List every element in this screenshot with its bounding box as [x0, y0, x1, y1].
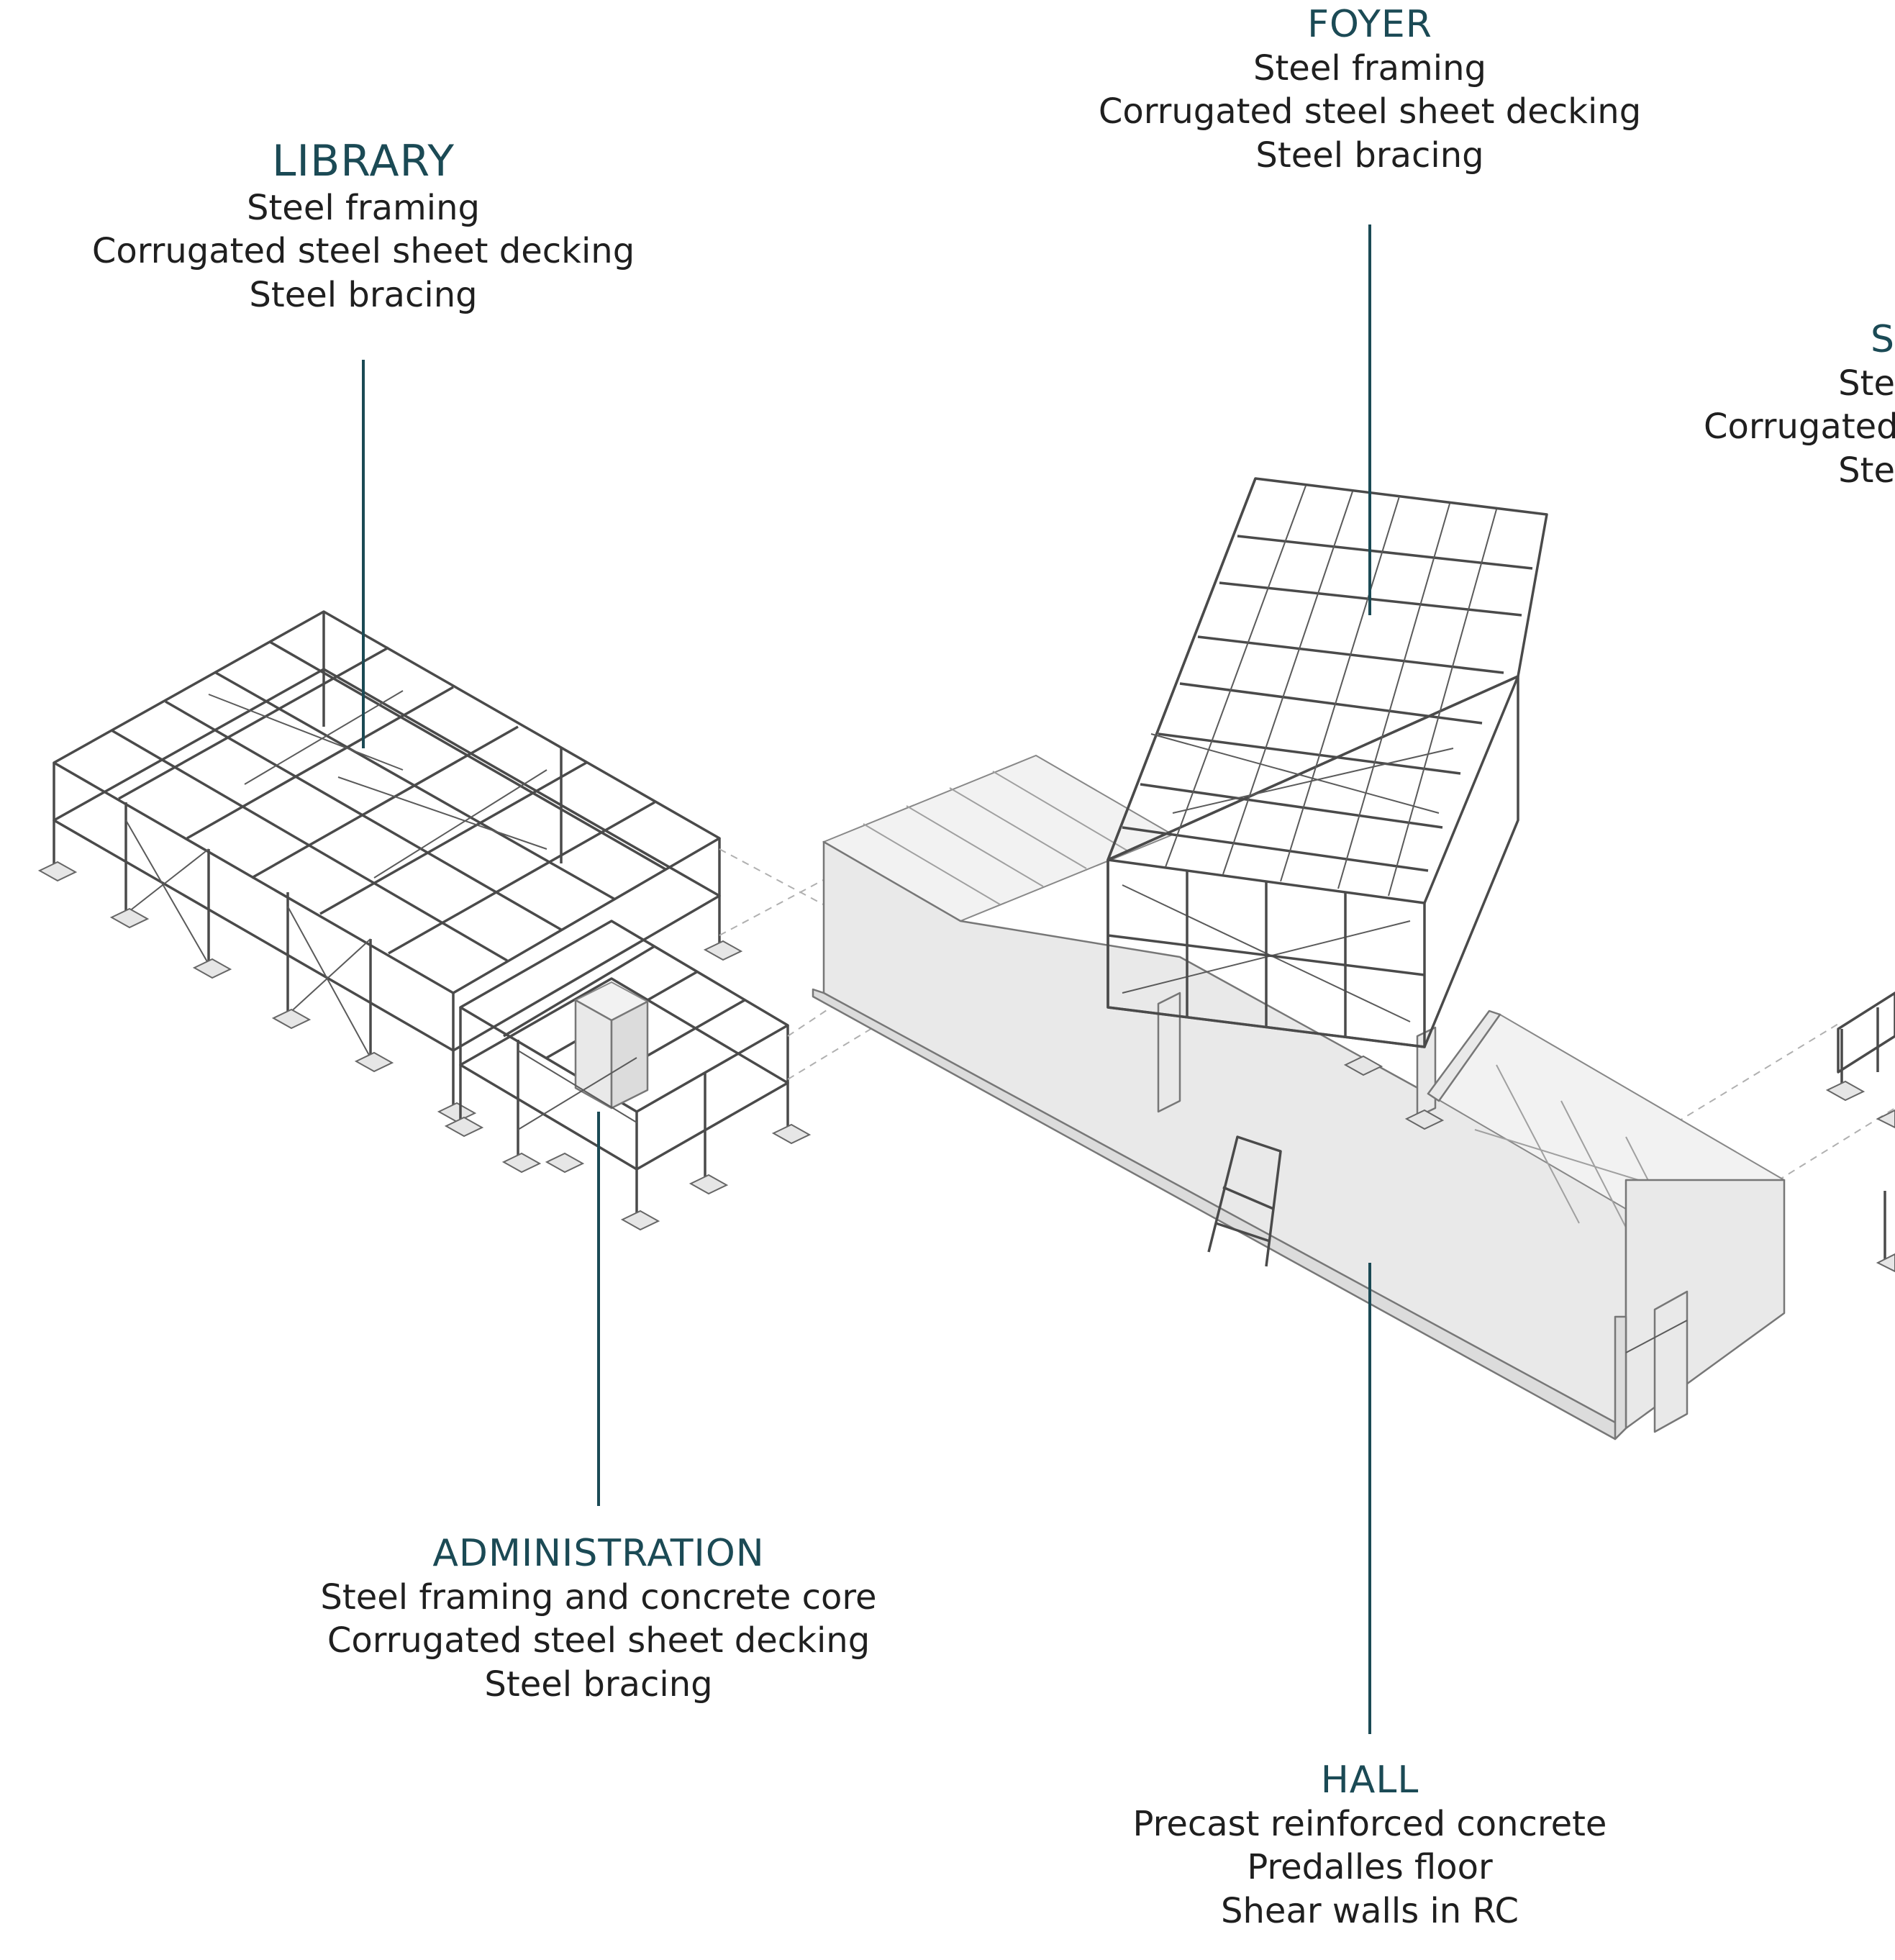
hall-label: HALL Precast reinforced concrete Predall… [1082, 1759, 1658, 1933]
hall-title: HALL [1320, 1759, 1419, 1802]
partial-right-line-1: Ste [1838, 363, 1895, 404]
administration-structure [444, 920, 812, 1231]
foyer-structure [1106, 477, 1548, 1048]
library-title: LIBRARY [271, 136, 455, 186]
partial-right-line-2: Corrugated [1704, 407, 1895, 448]
partial-right-structure [1825, 992, 1895, 1273]
library-label: LIBRARY Steel framing Corrugated steel s… [76, 137, 651, 317]
library-line-2: Corrugated steel sheet decking [91, 231, 635, 272]
partial-right-title: S [1870, 319, 1895, 361]
foyer-line-2: Corrugated steel sheet decking [1098, 91, 1642, 132]
administration-label: ADMINISTRATION Steel framing and concret… [275, 1532, 922, 1706]
hall-structure [812, 754, 1786, 1440]
library-structure [37, 610, 743, 1123]
administration-line-3: Steel bracing [484, 1664, 713, 1705]
hall-line-2: Predalles floor [1247, 1847, 1493, 1888]
administration-line-2: Corrugated steel sheet decking [327, 1620, 871, 1661]
administration-title: ADMINISTRATION [432, 1532, 765, 1575]
foyer-line-3: Steel bracing [1255, 135, 1484, 176]
partial-right-line-3: Ste [1838, 450, 1895, 491]
foyer-line-1: Steel framing [1253, 47, 1486, 89]
foyer-label: FOYER Steel framing Corrugated steel she… [1082, 3, 1658, 177]
hall-line-1: Precast reinforced concrete [1132, 1803, 1607, 1844]
administration-line-1: Steel framing and concrete core [320, 1576, 877, 1618]
library-line-3: Steel bracing [249, 274, 478, 315]
hall-line-3: Shear walls in RC [1221, 1890, 1519, 1931]
library-line-1: Steel framing [247, 188, 480, 228]
partial-right-label: S Ste Corrugated Ste [1704, 319, 1895, 492]
foyer-title: FOYER [1307, 3, 1432, 46]
